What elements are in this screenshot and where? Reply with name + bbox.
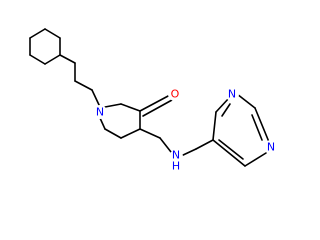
- bond-cyclohexyl: [44, 54, 61, 65]
- bond-pyrimidine: [254, 107, 270, 143]
- bond-aminomethyl: [159, 137, 172, 153]
- bond-piperidinone: [99, 117, 106, 130]
- atom-label-o-carbonyl: O: [171, 88, 180, 101]
- bond-ethyl-linker: [91, 89, 101, 108]
- atom-n-pyrimidine-right: N: [264, 140, 278, 154]
- bond-aminomethyl: [180, 148, 197, 157]
- atom-o-carbonyl: O: [168, 87, 182, 101]
- bond-pyrimidine-double: [221, 103, 231, 117]
- bond-pyrimidine: [212, 111, 217, 141]
- bond-piperidinone: [120, 103, 141, 112]
- atom-n-pyrimidine-top: N: [225, 87, 239, 101]
- bond-pyrimidine: [215, 97, 230, 113]
- bond-pyrimidine-double: [251, 114, 263, 141]
- bond-carbonyl: [142, 99, 173, 117]
- bond-lines: [29, 28, 270, 167]
- bond-pyrimidine: [244, 152, 267, 167]
- bond-aminomethyl: [195, 139, 214, 150]
- bond-piperidinone: [120, 128, 141, 139]
- bond-pyrimidine: [236, 93, 256, 109]
- atom-label-n-amine: N: [172, 149, 180, 162]
- atom-nh-amine: N H: [169, 149, 183, 173]
- bond-pyrimidine: [212, 139, 246, 167]
- atom-label-h-amine: H: [172, 160, 180, 173]
- bond-ethyl-linker: [59, 54, 76, 64]
- atom-label-n-pyrimidine-right: N: [267, 141, 275, 154]
- bond-cyclohexyl: [29, 28, 46, 39]
- atom-labels: N O N H N N: [93, 87, 278, 173]
- bond-ethyl-linker: [74, 80, 93, 91]
- atom-label-n-ring: N: [96, 106, 104, 119]
- bond-aminomethyl: [139, 128, 161, 139]
- bond-piperidinone: [104, 128, 122, 139]
- bond-cyclohexyl: [29, 54, 46, 65]
- bond-cyclohexyl: [44, 28, 61, 39]
- bond-carbonyl: [139, 94, 171, 112]
- bond-piperidinone: [104, 103, 122, 108]
- bond-pyrimidine-double: [218, 139, 244, 160]
- atom-label-n-pyrimidine-top: N: [228, 88, 236, 101]
- molecule-structure: N O N H N N: [29, 28, 278, 173]
- atom-n-ring: N: [93, 105, 107, 119]
